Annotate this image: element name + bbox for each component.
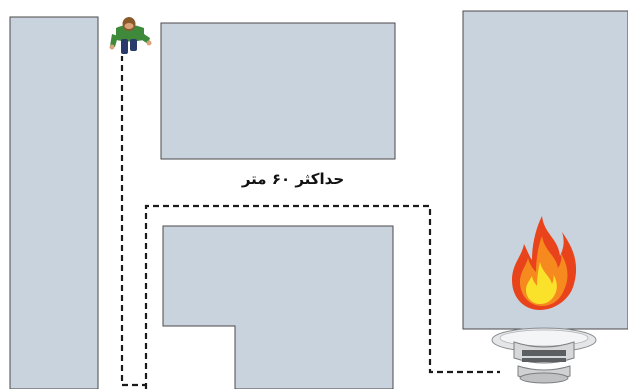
- distance-label: حداکثر ۶۰ متر: [241, 170, 345, 188]
- person-walking-icon: [108, 12, 154, 56]
- building-top-center: [160, 22, 396, 160]
- smoke-detector-icon: [491, 327, 597, 384]
- path-loop: [144, 204, 500, 389]
- building-left: [9, 16, 99, 389]
- building-bottom-center: [162, 225, 394, 389]
- fire-icon: [512, 216, 577, 310]
- path-outer: [120, 55, 146, 387]
- evacuation-path: [120, 55, 500, 389]
